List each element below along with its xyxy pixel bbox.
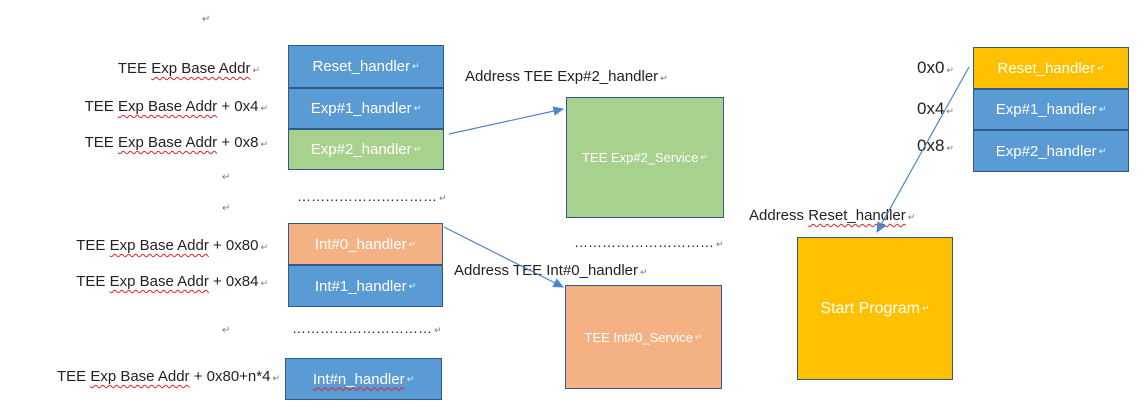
left-int0-handler: Int#0_handler↵: [288, 223, 443, 265]
offset-0x8: 0x8↵: [917, 136, 954, 155]
exp2-service-box: TEE Exp#2_Service↵: [566, 97, 724, 218]
paragraph-mark: ↵: [222, 172, 231, 183]
arrow-reset-to-start: [876, 66, 970, 234]
left-exp2-handler: Exp#2_handler↵: [288, 129, 444, 170]
start-program-box: Start Program↵: [797, 237, 953, 380]
left-exp1-handler: Exp#1_handler↵: [288, 88, 444, 129]
left-ellipsis-2: …………………………↵: [292, 320, 442, 336]
right-exp1-handler: Exp#1_handler↵: [973, 89, 1129, 130]
int0-service-box: TEE Int#0_Service↵: [565, 285, 722, 389]
address-exp2-label: Address TEE Exp#2_handler↵: [465, 68, 668, 85]
left-label-2: TEE Exp Base Addr + 0x8↵: [84, 134, 268, 151]
arrow-exp2-to-service: [448, 106, 565, 135]
left-label-5: TEE Exp Base Addr + 0x80+n*4↵: [56, 368, 280, 385]
left-intn-handler: Int#n_handler↵: [285, 358, 442, 400]
offset-0x4: 0x4↵: [917, 99, 954, 118]
right-exp2-handler: Exp#2_handler↵: [973, 130, 1129, 172]
left-label-3: TEE Exp Base Addr + 0x80↵: [76, 237, 268, 254]
address-int0-label: Address TEE Int#0_handler↵: [454, 262, 648, 279]
left-ellipsis-1: …………………………↵: [297, 188, 447, 204]
paragraph-mark: ↵: [202, 14, 211, 25]
left-label-1: TEE Exp Base Addr + 0x4↵: [84, 98, 268, 115]
offset-0x0: 0x0↵: [917, 58, 954, 77]
paragraph-mark: ↵: [222, 325, 231, 336]
left-label-0: TEE Exp Base Addr↵: [117, 60, 260, 77]
right-reset-handler: Reset_handler↵: [973, 47, 1129, 89]
middle-ellipsis: …………………………↵: [574, 234, 724, 250]
paragraph-mark: ↵: [222, 203, 231, 214]
address-reset-label: Address Reset_handler↵: [749, 207, 916, 224]
left-label-4: TEE Exp Base Addr + 0x84↵: [76, 273, 268, 290]
arrow-int0-to-service: [443, 226, 565, 288]
left-reset-handler: Reset_handler↵: [288, 45, 444, 88]
left-int1-handler: Int#1_handler↵: [288, 265, 443, 307]
